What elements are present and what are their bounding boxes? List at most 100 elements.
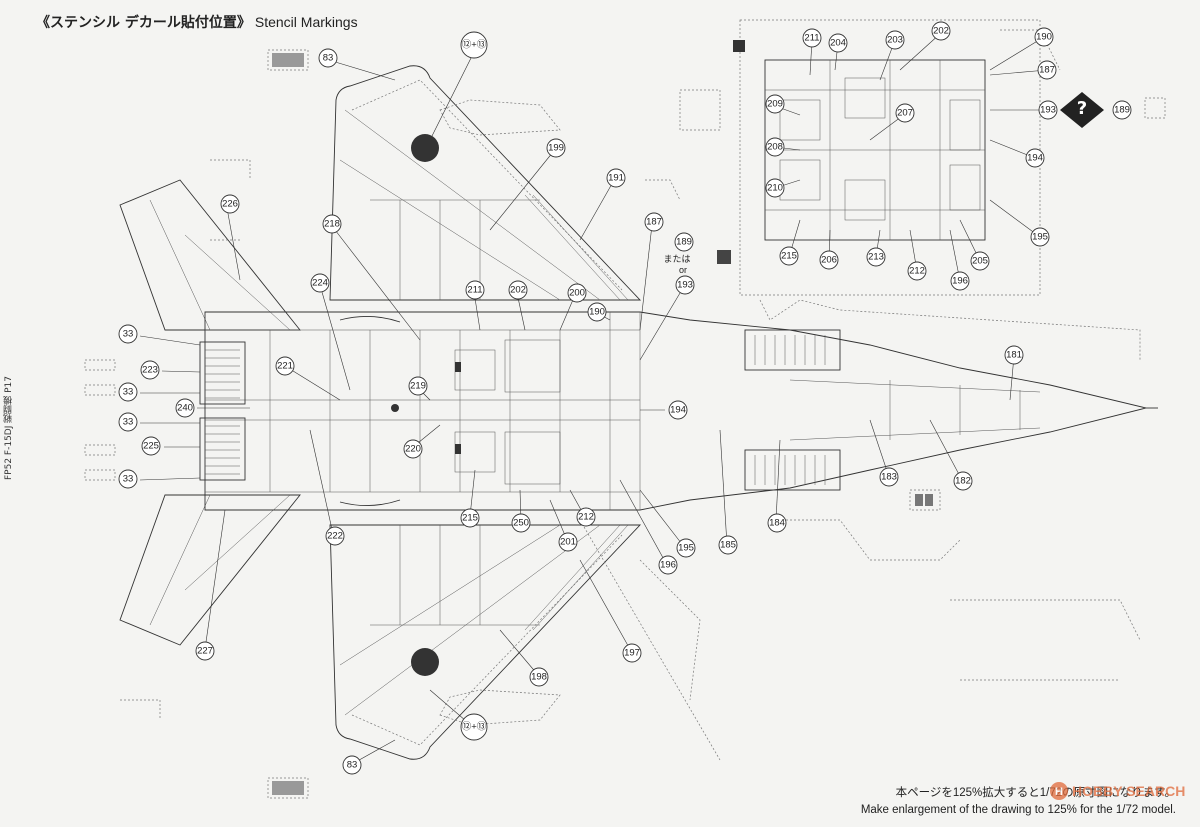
callout-c12a: ⑫+⑬ [460, 31, 488, 59]
callout-number: 187 [1039, 65, 1055, 76]
callout-circle [970, 251, 990, 271]
callout-circle [658, 555, 678, 575]
callout-circle [765, 178, 785, 198]
callout-number: 189 [1114, 105, 1130, 116]
callout-circle [408, 376, 428, 396]
upper-roundel [411, 134, 439, 162]
callout-i193: 193 [1038, 100, 1058, 120]
callout-number: 189 [676, 237, 692, 248]
callout-c187a: 187 [644, 212, 664, 232]
callout-number: 194 [1027, 153, 1043, 164]
lower-horizontal-stabilizer [119, 494, 301, 646]
footer-japanese: 本ページを125%拡大すると1/72の原寸図になります。 [895, 787, 1176, 799]
callout-number: 221 [277, 361, 293, 372]
callout-number: 196 [952, 276, 968, 287]
callout-circle [718, 535, 738, 555]
callout-circle [622, 643, 642, 663]
callout-number: 33 [123, 329, 134, 340]
watermark-text: HOBBY SEARCH [1072, 783, 1185, 799]
footer-english: Make enlargement of the drawing to 125% … [860, 804, 1176, 816]
callout-number: 215 [781, 251, 797, 262]
callout-c212a: 212 [576, 507, 596, 527]
title-japanese: 《ステンシル デカール貼付位置》 [36, 15, 251, 31]
lower-wing [329, 524, 642, 760]
callout-circle [765, 94, 785, 114]
callout-number: 223 [142, 365, 158, 376]
callout-c215a: 215 [460, 508, 480, 528]
callout-circle [322, 214, 342, 234]
callout-circle [1038, 100, 1058, 120]
svg-text:H: H [1055, 786, 1063, 798]
leader-lines [139, 32, 1048, 765]
callout-number: 193 [677, 280, 693, 291]
callout-c33c: 33 [118, 412, 138, 432]
callout-circle [567, 283, 587, 303]
or-english: or [679, 265, 687, 275]
callout-circle [668, 400, 688, 420]
callout-number: ⑫+⑬ [462, 40, 487, 51]
callout-c200: 200 [567, 283, 587, 303]
callout-circle [828, 33, 848, 53]
callout-number: 204 [830, 38, 846, 49]
callout-c221: 221 [275, 356, 295, 376]
callout-circle [674, 232, 694, 252]
callout-number: 209 [767, 99, 783, 110]
callout-circle [275, 356, 295, 376]
callout-c201: 201 [558, 532, 578, 552]
callout-number: 83 [323, 53, 334, 64]
callout-c195a: 195 [676, 538, 696, 558]
callout-i195: 195 [1030, 227, 1050, 247]
callout-circle [529, 667, 549, 687]
callout-number: 222 [327, 531, 343, 542]
callout-circle [175, 398, 195, 418]
callout-number: 225 [143, 441, 159, 452]
callout-number: 212 [909, 266, 925, 277]
callout-circle [546, 138, 566, 158]
callout-circle [676, 538, 696, 558]
callout-circle [141, 436, 161, 456]
callout-number: 202 [510, 285, 526, 296]
callout-circle [318, 48, 338, 68]
title-english: Stencil Markings [254, 14, 358, 30]
callout-number: 197 [624, 648, 640, 659]
callout-i211: 211 [802, 28, 822, 48]
svg-text:?: ? [1077, 98, 1087, 119]
callout-c218: 218 [322, 214, 342, 234]
callout-number: 181 [1006, 350, 1022, 361]
callout-number: 184 [769, 518, 785, 529]
callout-circle [885, 30, 905, 50]
callout-circle [511, 513, 531, 533]
callout-i190: 190 [1034, 27, 1054, 47]
aircraft-plan-view [84, 49, 1158, 799]
callout-number: 190 [1036, 32, 1052, 43]
callout-number: 187 [646, 217, 662, 228]
callout-number: 211 [804, 33, 819, 44]
callout-number: 194 [670, 405, 686, 416]
callout-c12b: ⑫+⑬ [460, 713, 488, 741]
callout-circle [587, 302, 607, 322]
callout-circle [1030, 227, 1050, 247]
callout-number: 220 [405, 444, 421, 455]
callout-i205: 205 [970, 251, 990, 271]
callout-number: 218 [324, 219, 340, 230]
callout-c33a: 33 [118, 324, 138, 344]
callout-c83b: 83 [342, 755, 362, 775]
callout-c196a: 196 [658, 555, 678, 575]
inset-detail-view: ? [733, 19, 1166, 296]
callout-number: 211 [467, 285, 482, 296]
callout-c250: 250 [511, 513, 531, 533]
callout-c226: 226 [220, 194, 240, 214]
callout-c181: 181 [1004, 345, 1024, 365]
callout-number: 191 [608, 173, 624, 184]
callout-c223: 223 [140, 360, 160, 380]
callout-circle [460, 31, 488, 59]
callout-c182: 182 [953, 471, 973, 491]
callout-number: 210 [767, 183, 783, 194]
callout-circle [767, 513, 787, 533]
callout-i187: 187 [1037, 60, 1057, 80]
callout-number: 201 [560, 537, 576, 548]
callout-circle [1034, 27, 1054, 47]
callout-circle [953, 471, 973, 491]
callout-number: 195 [678, 543, 694, 554]
